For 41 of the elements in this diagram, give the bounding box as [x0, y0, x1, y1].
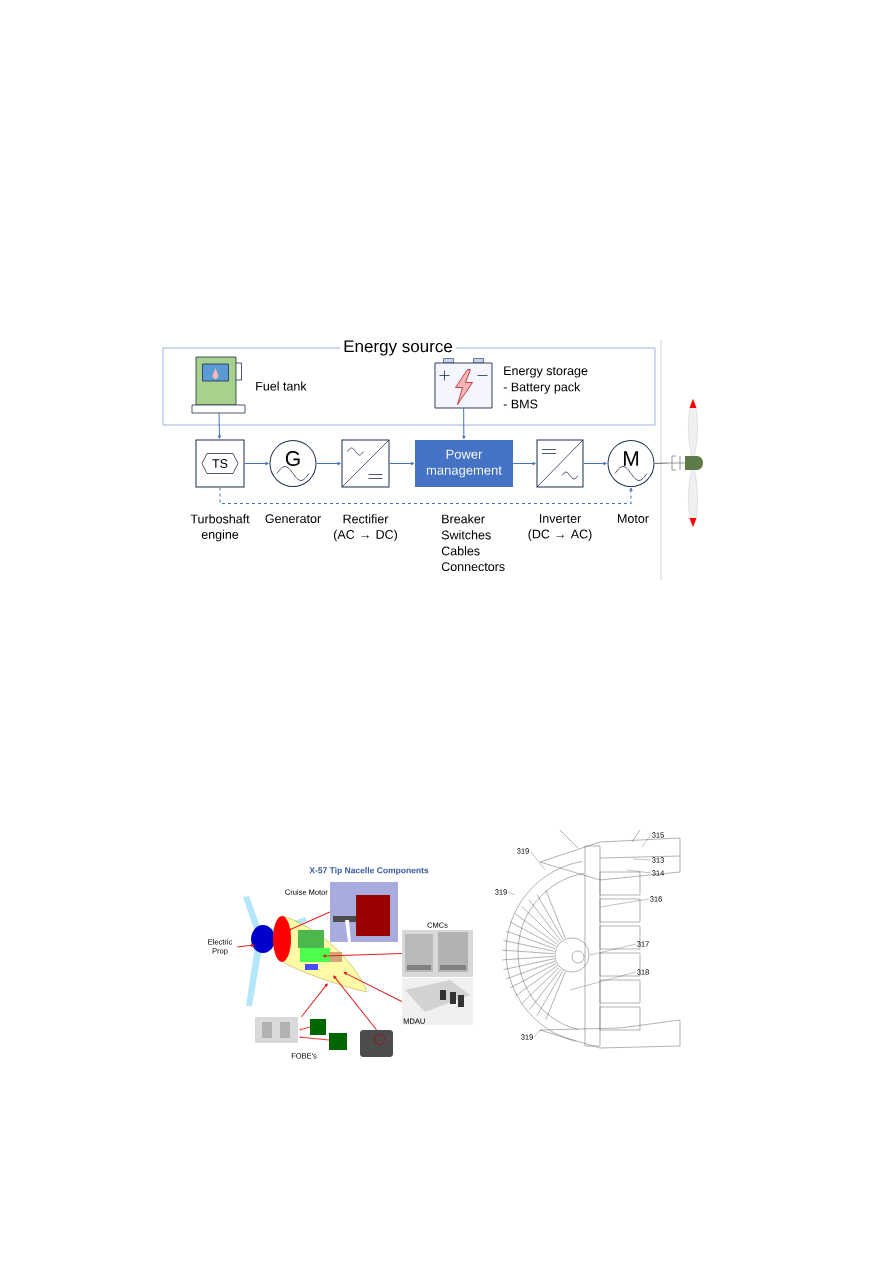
leader-line: [534, 1029, 541, 1038]
component-label: Switches: [441, 530, 491, 540]
component-label: Turboshaft engine: [190, 514, 250, 542]
leader-line: [632, 858, 651, 861]
leader-line: [589, 943, 636, 956]
component-label: Inverter (DC → AC): [528, 514, 592, 541]
arrow: [301, 983, 328, 1018]
component-label: Motor: [618, 514, 649, 523]
icon-label: - Battery pack: [503, 382, 581, 394]
component-label: Rectifier (AC → DC): [334, 514, 397, 542]
arrow: [583, 461, 607, 466]
shaft-line: [654, 462, 669, 464]
leader-line: [569, 971, 636, 991]
arrow: [244, 461, 269, 466]
arrow: [512, 461, 536, 466]
component-label: Breaker: [442, 514, 485, 524]
icon-label: - BMS: [503, 399, 538, 409]
arrow: [322, 953, 403, 958]
leader-line: [530, 850, 546, 871]
leader-line: [599, 898, 649, 908]
component-label: Cables: [441, 546, 480, 556]
arrow: [462, 407, 466, 440]
component-label: Generator: [265, 514, 321, 524]
arrow: [219, 487, 633, 504]
leader-line: [626, 869, 651, 874]
arrow: [333, 975, 377, 1031]
arrow: [236, 943, 255, 948]
process-box: Power management: [415, 440, 513, 487]
sensor-box-photo: [360, 1030, 393, 1057]
icon-label: Fuel tank: [256, 381, 307, 391]
panel-title: X-57 Tip Nacelle Components: [309, 867, 429, 875]
arrow: [343, 972, 403, 1002]
leader-line: [641, 834, 651, 848]
arrow: [287, 911, 331, 932]
component-label: Connectors: [441, 562, 505, 572]
arrow: [217, 412, 222, 439]
leader-line: [508, 891, 516, 896]
arrow: [389, 461, 415, 466]
arrow: [316, 461, 341, 466]
propeller-drawing: [667, 398, 703, 528]
icon-label: Energy storage: [504, 366, 588, 378]
